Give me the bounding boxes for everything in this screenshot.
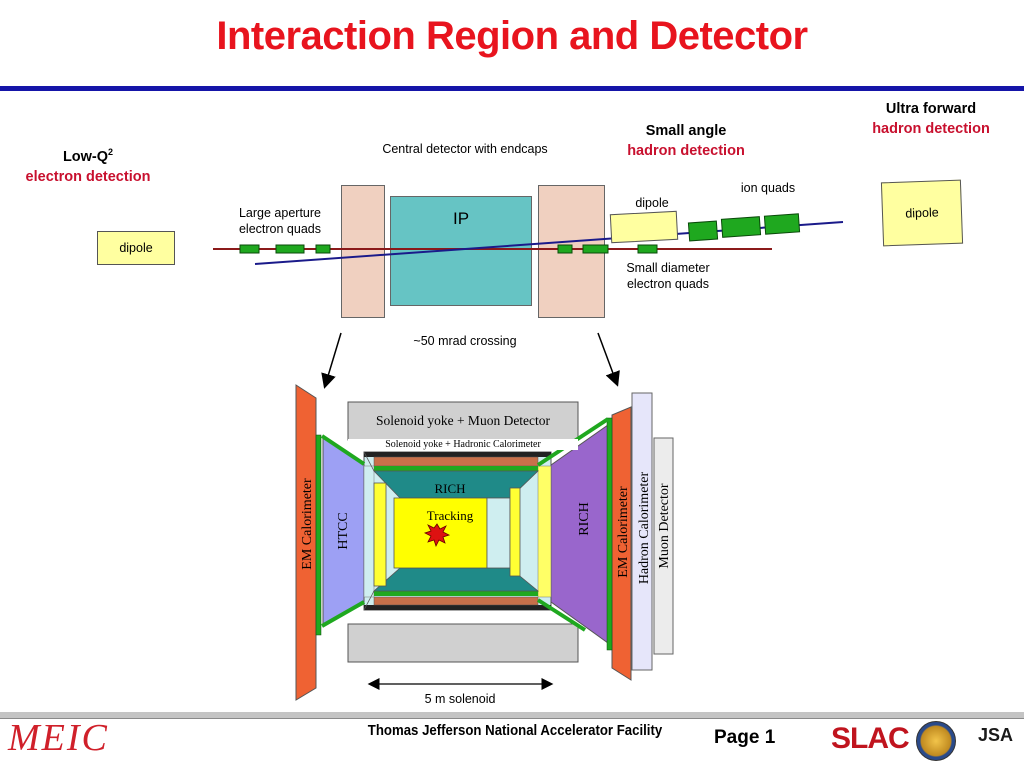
- zoom-arrow-left: [321, 332, 342, 389]
- hadron-calorimeter-slab: [631, 392, 653, 671]
- forward-yellow-left: [373, 482, 387, 587]
- green-diagonal: [321, 600, 365, 628]
- green-strip-right: [606, 417, 613, 651]
- rich-center-label: RICH: [434, 481, 466, 496]
- barrel-side-right: [537, 465, 552, 598]
- barrel-green-bottom: [374, 591, 538, 596]
- small-angle-dipole: [609, 210, 679, 244]
- tracking-region-right: [486, 497, 511, 569]
- muon-detector-label: Muon Detector: [657, 483, 672, 569]
- small-diameter-line1: Small diameter: [626, 261, 710, 275]
- low-q2-line1: Low-Q: [62, 148, 109, 165]
- green-diagonal: [536, 598, 587, 632]
- muon-yoke-bottom: [347, 623, 579, 663]
- green-strip-left: [315, 434, 322, 636]
- seal-logo: [916, 721, 956, 761]
- title-divider: [0, 86, 1024, 91]
- rich-right-label: RICH: [577, 502, 592, 536]
- ion-quad: [763, 213, 801, 235]
- small-angle-label: Small angle hadron detection: [596, 121, 776, 161]
- ultra-forward-label: Ultra forward hadron detection: [846, 99, 1016, 139]
- large-aperture-quad: [315, 244, 331, 254]
- ip-label: IP: [452, 209, 470, 228]
- ion-quad: [720, 216, 762, 238]
- solenoid-muon-label: Solenoid yoke + Muon Detector: [375, 413, 551, 428]
- ion-quads-label: ion quads: [740, 181, 796, 195]
- coil-top: [364, 452, 551, 457]
- large-aperture-label: Large aperture electron quads: [222, 205, 338, 237]
- ultra-forward-line1: Ultra forward: [885, 101, 977, 117]
- small-diameter-quad: [582, 244, 609, 254]
- large-aperture-line1: Large aperture: [238, 206, 321, 220]
- low-q2-label: Low-Q2 electron detection: [8, 142, 168, 187]
- green-diagonal: [320, 434, 366, 466]
- small-diameter-quad: [637, 244, 658, 254]
- small-diameter-label: Small diameter electron quads: [605, 260, 731, 292]
- zoom-arrow-right: [597, 332, 620, 387]
- small-angle-line1: Small angle: [645, 123, 727, 139]
- muon-detector-slab: [653, 437, 674, 655]
- forward-yellow-right: [509, 487, 521, 577]
- solenoid-hadronic-label: Solenoid yoke + Hadronic Calorimeter: [348, 439, 578, 450]
- solenoid-length-label: 5 m solenoid: [424, 692, 496, 706]
- interaction-burst: [423, 523, 451, 548]
- coil-bottom: [364, 605, 551, 610]
- barrel-side-left: [363, 465, 375, 598]
- low-q2-superscript: 2: [108, 147, 114, 157]
- hadcal-bottom: [373, 596, 539, 606]
- left-endcap: [341, 185, 385, 318]
- dipole-text-label: dipole: [635, 196, 669, 210]
- barrel-green-top: [374, 466, 538, 471]
- small-angle-line2: hadron detection: [627, 143, 745, 159]
- barrel-diagonal: [363, 590, 375, 611]
- hadron-calorimeter-label: Hadron Calorimeter: [637, 471, 652, 585]
- tracking-label: Tracking: [426, 508, 474, 523]
- footer-bar: [0, 712, 1024, 718]
- low-q2-line2: electron detection: [25, 168, 151, 185]
- ip-box: IP: [390, 196, 532, 306]
- htcc-label: HTCC: [336, 512, 351, 550]
- slac-logo: SLAC: [831, 722, 910, 755]
- meic-logo: MEIC: [8, 717, 109, 759]
- small-diameter-line2: electron quads: [626, 277, 709, 291]
- ion-quad: [687, 220, 719, 242]
- lab-name: Thomas Jefferson National Accelerator Fa…: [367, 722, 663, 739]
- footer-line: [0, 718, 1024, 719]
- crossing-angle-label: ~50 mrad crossing: [413, 334, 517, 348]
- left-dipole: dipole: [97, 231, 175, 265]
- small-diameter-quad: [557, 244, 573, 254]
- em-calorimeter-left-label: EM Calorimeter: [300, 478, 315, 570]
- em-calorimeter-right-label: EM Calorimeter: [616, 486, 631, 578]
- large-aperture-quad: [239, 244, 260, 254]
- page-number: Page 1: [714, 727, 776, 748]
- hadcal-top: [373, 456, 539, 467]
- central-detector-label: Central detector with endcaps: [382, 142, 548, 156]
- ultra-forward-line2: hadron detection: [872, 121, 990, 137]
- large-aperture-quad: [275, 244, 305, 254]
- page-title: Interaction Region and Detector: [216, 14, 808, 58]
- em-calorimeter-left: [295, 384, 317, 701]
- jsa-logo: JSA: [978, 725, 1014, 745]
- muon-yoke-top: [347, 401, 579, 441]
- barrel-diagonal: [363, 451, 375, 472]
- large-aperture-line2: electron quads: [238, 222, 321, 236]
